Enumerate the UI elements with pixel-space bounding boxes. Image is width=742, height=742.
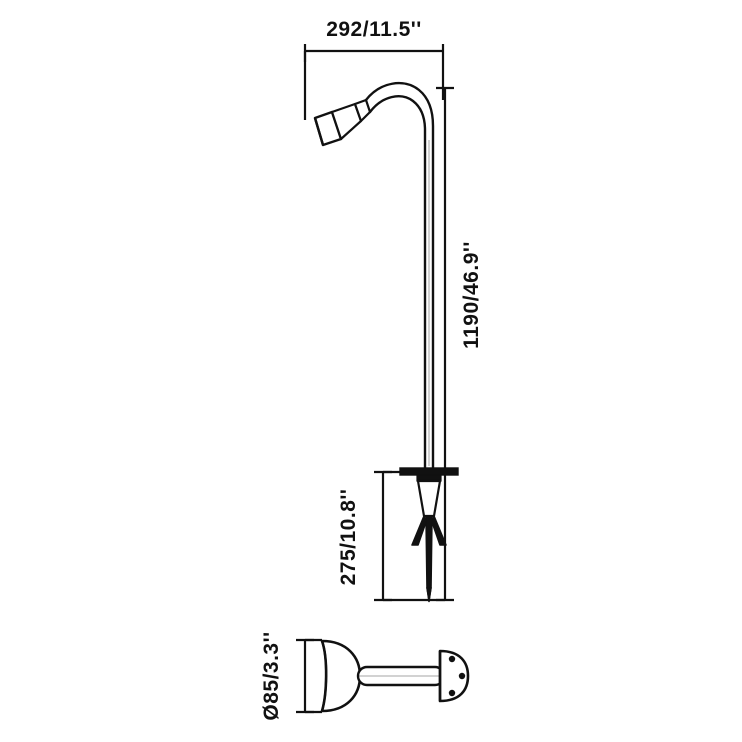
- dimension-width-top-label: 292/11.5'': [326, 18, 422, 41]
- ground-spike: [411, 479, 447, 603]
- dimension-height-spike-label: 275/10.8'': [337, 489, 360, 586]
- front-elevation-view: [313, 82, 459, 603]
- ground-collar-plate: [399, 467, 459, 482]
- dimension-diameter-head-label: Ø85/3.3'': [260, 631, 283, 720]
- detail-wall-mount-plate: [438, 649, 470, 703]
- detail-lamp-shade: [320, 639, 362, 713]
- dimension-width-top: [303, 44, 445, 120]
- dimension-height-spike: [374, 470, 445, 602]
- lamp-gooseneck-arm: [364, 82, 435, 470]
- dimension-height-main-label: 1190/46.9'': [460, 241, 483, 349]
- dimension-diameter-head: [296, 638, 322, 714]
- dimension-height-main: [436, 86, 454, 602]
- head-detail-side-view: [320, 639, 470, 713]
- detail-arm-bar: [356, 665, 446, 687]
- lamp-head-shade: [313, 98, 372, 147]
